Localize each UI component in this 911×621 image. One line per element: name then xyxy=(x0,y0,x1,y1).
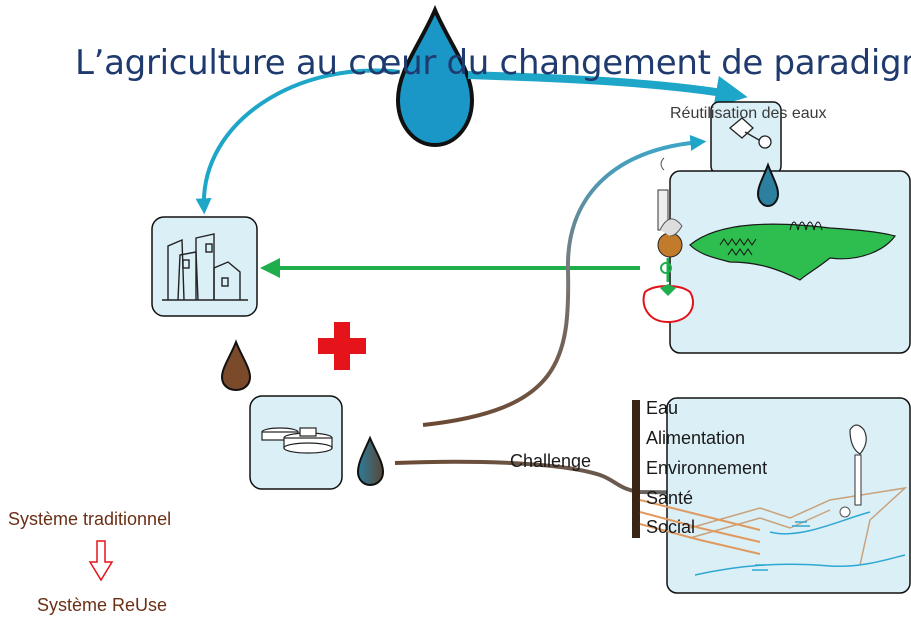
challenge-item: Santé xyxy=(646,488,694,508)
plants-icon xyxy=(719,221,823,256)
arrow-treatment-to-reuse xyxy=(422,134,707,427)
water-drop-icon xyxy=(220,339,252,392)
arrow-drop-to-reuse xyxy=(467,71,748,108)
legend-traditional: Système traditionnel xyxy=(8,509,172,529)
water-drop-icon xyxy=(356,435,385,487)
challenge-item: Environnement xyxy=(646,458,768,478)
irrigation-icon xyxy=(728,117,772,149)
landscape-box xyxy=(666,397,911,594)
tomato-icon xyxy=(642,258,695,324)
landscape-icon xyxy=(639,424,908,576)
city-icon xyxy=(162,233,248,301)
red-cross-icon xyxy=(318,322,366,370)
challenge-bar xyxy=(632,400,640,538)
challenge-item: Alimentation xyxy=(646,428,746,448)
water-drop-icon xyxy=(756,162,780,208)
treatment-plant-icon xyxy=(261,427,333,454)
reuse-label: Réutilisation des eaux xyxy=(670,105,827,122)
arrow-drop-to-city xyxy=(195,68,401,215)
challenge-item: Eau xyxy=(646,398,679,418)
field-icon xyxy=(689,223,896,281)
factory-icon xyxy=(657,157,683,258)
arrow-treatment-to-landscape xyxy=(394,459,817,502)
down-arrow-icon xyxy=(88,540,114,582)
challenge-label: Challenge xyxy=(510,451,592,471)
water-drop-icon xyxy=(395,4,475,148)
legend-reuse: Système ReUse xyxy=(37,595,168,615)
challenge-item: Social xyxy=(646,517,696,537)
page-title: L’agriculture au cœur du changement de p… xyxy=(75,43,911,83)
